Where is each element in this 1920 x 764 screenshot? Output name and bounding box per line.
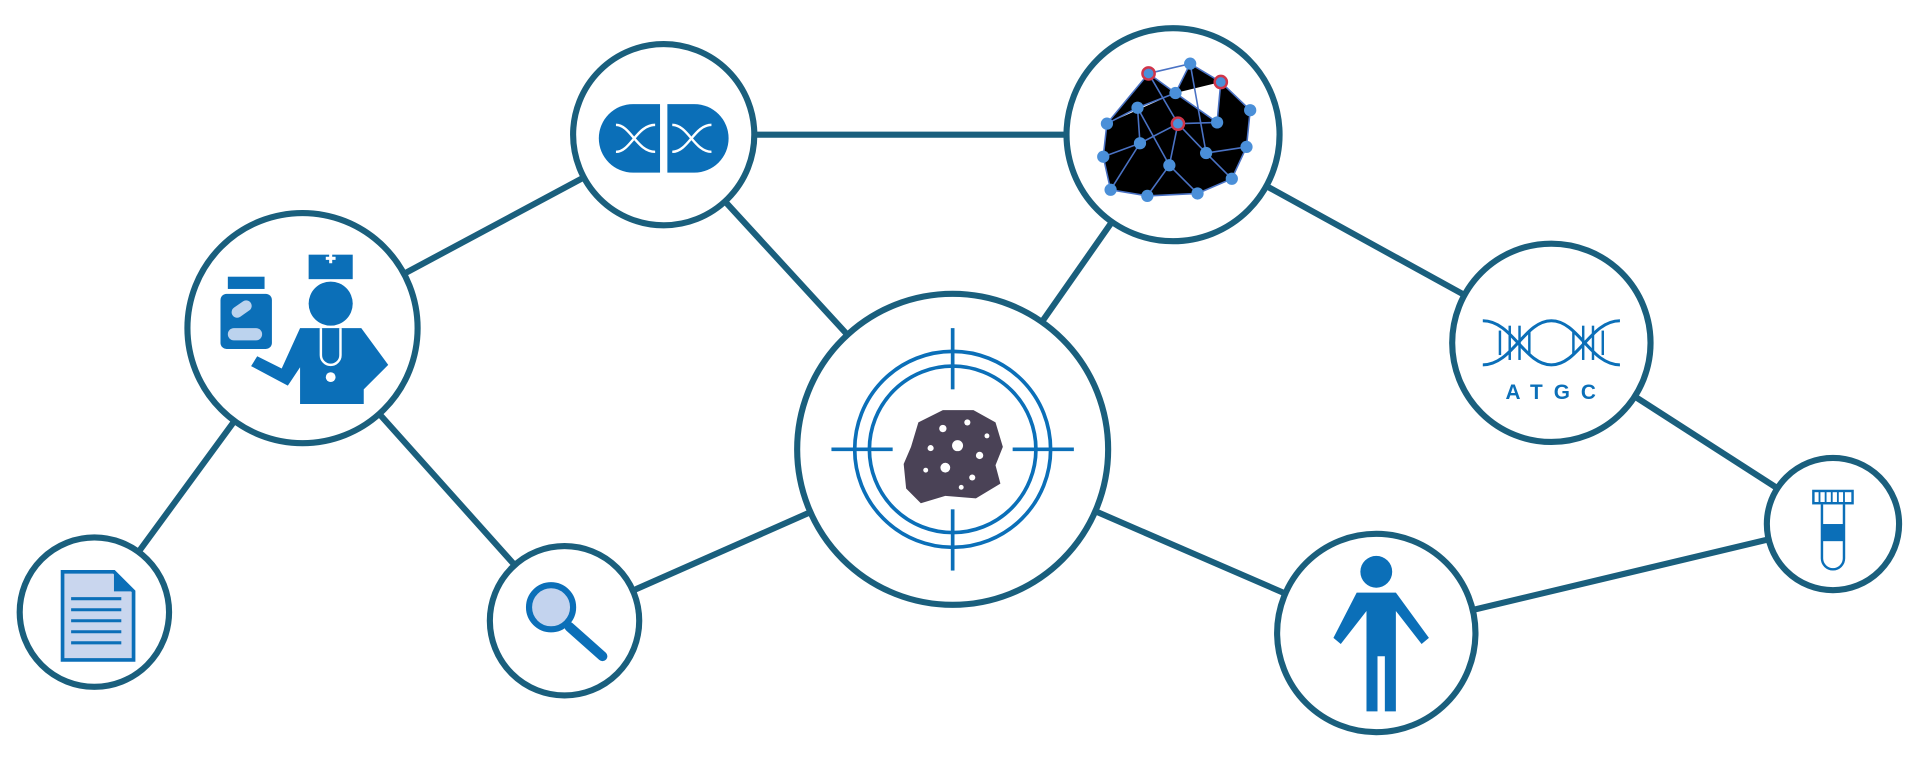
- node-document: [16, 534, 173, 690]
- node-sample: [1763, 454, 1903, 594]
- node-patient: [1274, 530, 1479, 736]
- node-target: [794, 290, 1112, 608]
- test-tube-icon: [1812, 489, 1854, 571]
- dna-helix-icon: [1482, 319, 1621, 367]
- node-network: [1063, 25, 1283, 245]
- node-dna-capsule: [570, 41, 758, 229]
- node-doctor: [184, 209, 421, 447]
- node-sequencing: ATGC: [1449, 240, 1654, 446]
- node-search: [486, 543, 643, 699]
- tumor-target-icon: [831, 328, 1074, 571]
- magnifier-icon: [525, 582, 608, 662]
- network-graph-icon: [1097, 57, 1257, 203]
- person-icon: [1333, 555, 1429, 712]
- sequence-label: ATGC: [1506, 381, 1607, 404]
- doctor-with-pill-bottle-icon: [220, 253, 389, 405]
- document-icon: [60, 569, 136, 662]
- dna-capsule-icon: [598, 104, 729, 173]
